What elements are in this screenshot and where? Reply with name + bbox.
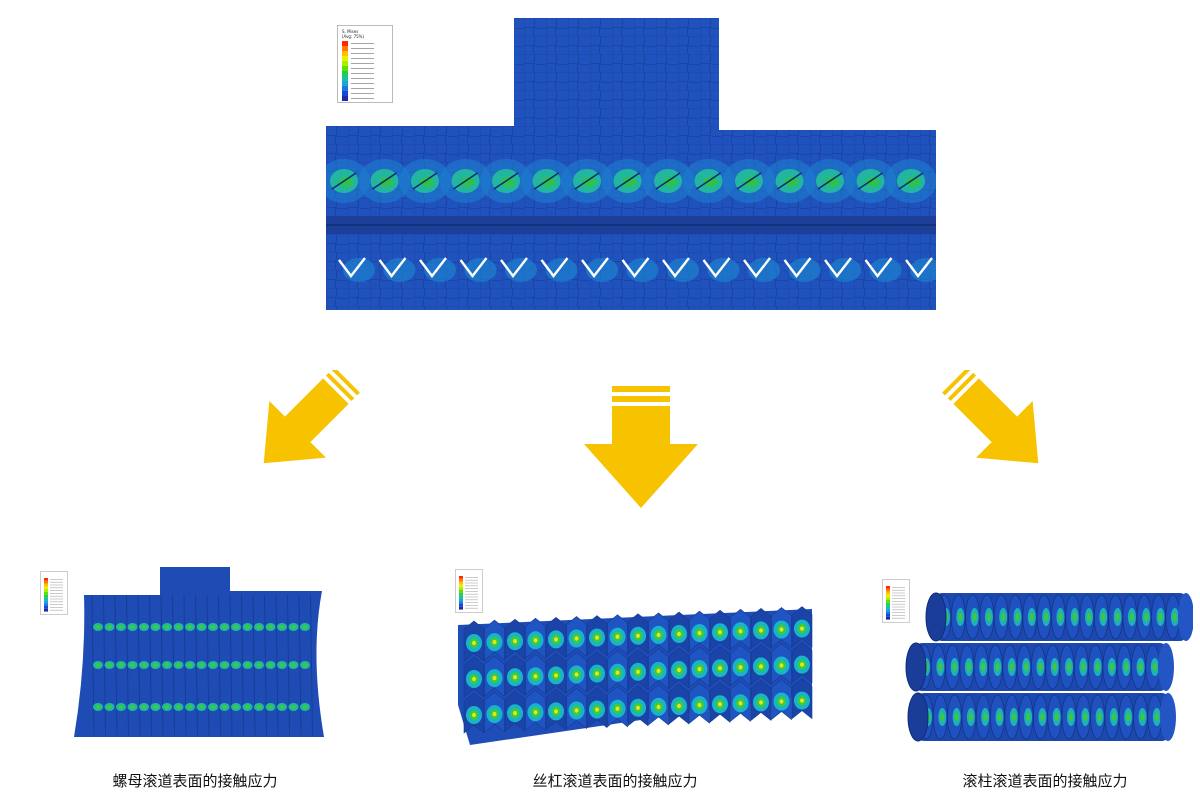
- legend-swatch: [342, 76, 348, 81]
- arrow-down-icon: [584, 386, 698, 508]
- main-model-svg: [326, 18, 936, 310]
- caption-screw: 丝杠滚道表面的接触应力: [532, 772, 698, 790]
- arrow-left: [222, 370, 362, 500]
- upper-contact-row: [326, 159, 936, 203]
- nut-legend: [40, 571, 68, 615]
- legend-swatch: [342, 51, 348, 56]
- screw-legend: [455, 569, 483, 613]
- legend-swatch: [342, 71, 348, 76]
- legend-swatch: [342, 61, 348, 66]
- legend-colorbar: [342, 41, 374, 101]
- legend-swatch: [342, 41, 348, 46]
- screw-raceway-svg: [458, 606, 813, 745]
- legend-svg: S, Mises (Avg: 75%): [342, 29, 374, 101]
- legend-swatch: [342, 56, 348, 61]
- screw-raceway-figure: [450, 565, 815, 750]
- arrow-left-icon: [263, 370, 360, 464]
- roller-raceway-svg: [905, 592, 1193, 742]
- arrow-middle: [582, 380, 700, 510]
- legend-swatch: [342, 81, 348, 86]
- caption-nut: 螺母滚道表面的接触应力: [112, 772, 278, 790]
- nut-raceway-figure: [40, 565, 340, 745]
- roller-legend: [882, 579, 910, 623]
- arrow-right-icon: [942, 370, 1039, 464]
- caption-roller: 滚柱滚道表面的接触应力: [962, 772, 1128, 790]
- legend-swatch: [342, 96, 348, 101]
- legend-swatch: [342, 46, 348, 51]
- nut-raceway-svg: [74, 567, 324, 737]
- legend-swatch: [342, 91, 348, 96]
- legend-subtitle: (Avg: 75%): [342, 34, 364, 39]
- top-legend: S, Mises (Avg: 75%): [337, 25, 393, 103]
- legend-swatch: [342, 86, 348, 91]
- main-model-figure: [326, 18, 936, 310]
- arrow-right: [940, 370, 1080, 500]
- legend-title: S, Mises: [342, 29, 358, 34]
- legend-swatch: [342, 66, 348, 71]
- roller-raceway-figure: [878, 575, 1193, 755]
- lower-thread-row: [338, 257, 936, 282]
